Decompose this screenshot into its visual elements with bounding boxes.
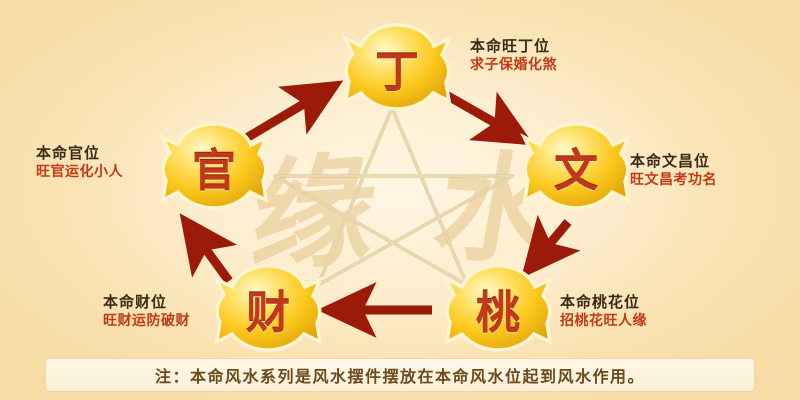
label-ding: 本命旺丁位 求子保婚化煞 — [470, 36, 557, 75]
label-wen: 本命文昌位 旺文昌考功名 — [630, 151, 717, 190]
node-ding-glyph: 丁 — [375, 47, 419, 98]
node-tao-glyph: 桃 — [476, 288, 520, 339]
node-guan[interactable]: 官 — [162, 122, 266, 214]
watermark-character-1: 缘 — [246, 136, 382, 290]
label-guan-title: 本命官位 — [36, 144, 101, 162]
caption-text: 注：本命风水系列是风水摆件摆放在本命风水位起到风水作用。 — [154, 367, 645, 386]
label-tao-subtitle: 招桃花旺人缘 — [560, 313, 647, 330]
label-wen-title: 本命文昌位 — [630, 152, 711, 170]
label-wen-subtitle: 旺文昌考功名 — [630, 172, 717, 189]
label-tao: 本命桃花位 招桃花旺人缘 — [560, 292, 647, 331]
label-cai-subtitle: 旺财运防破财 — [103, 313, 190, 330]
label-ding-title: 本命旺丁位 — [470, 37, 551, 55]
node-guan-glyph: 官 — [192, 146, 236, 197]
node-tao[interactable]: 桃 — [446, 264, 550, 356]
label-cai-title: 本命财位 — [103, 293, 168, 311]
label-tao-title: 本命桃花位 — [560, 293, 641, 311]
node-ding[interactable]: 丁 — [345, 23, 449, 115]
label-guan-subtitle: 旺官运化小人 — [36, 164, 123, 181]
node-cai-glyph: 财 — [246, 288, 290, 339]
caption-box: 注：本命风水系列是风水摆件摆放在本命风水位起到风水作用。 — [45, 358, 755, 392]
arrow-wen-to-tao — [521, 214, 581, 279]
arrow-ding-to-wen — [438, 88, 535, 146]
label-cai: 本命财位 旺财运防破财 — [103, 292, 190, 331]
label-ding-subtitle: 求子保婚化煞 — [470, 57, 557, 74]
node-cai[interactable]: 财 — [216, 264, 320, 356]
label-guan: 本命官位 旺官运化小人 — [36, 143, 123, 182]
node-wen-glyph: 文 — [554, 146, 598, 197]
node-wen[interactable]: 文 — [524, 122, 628, 214]
